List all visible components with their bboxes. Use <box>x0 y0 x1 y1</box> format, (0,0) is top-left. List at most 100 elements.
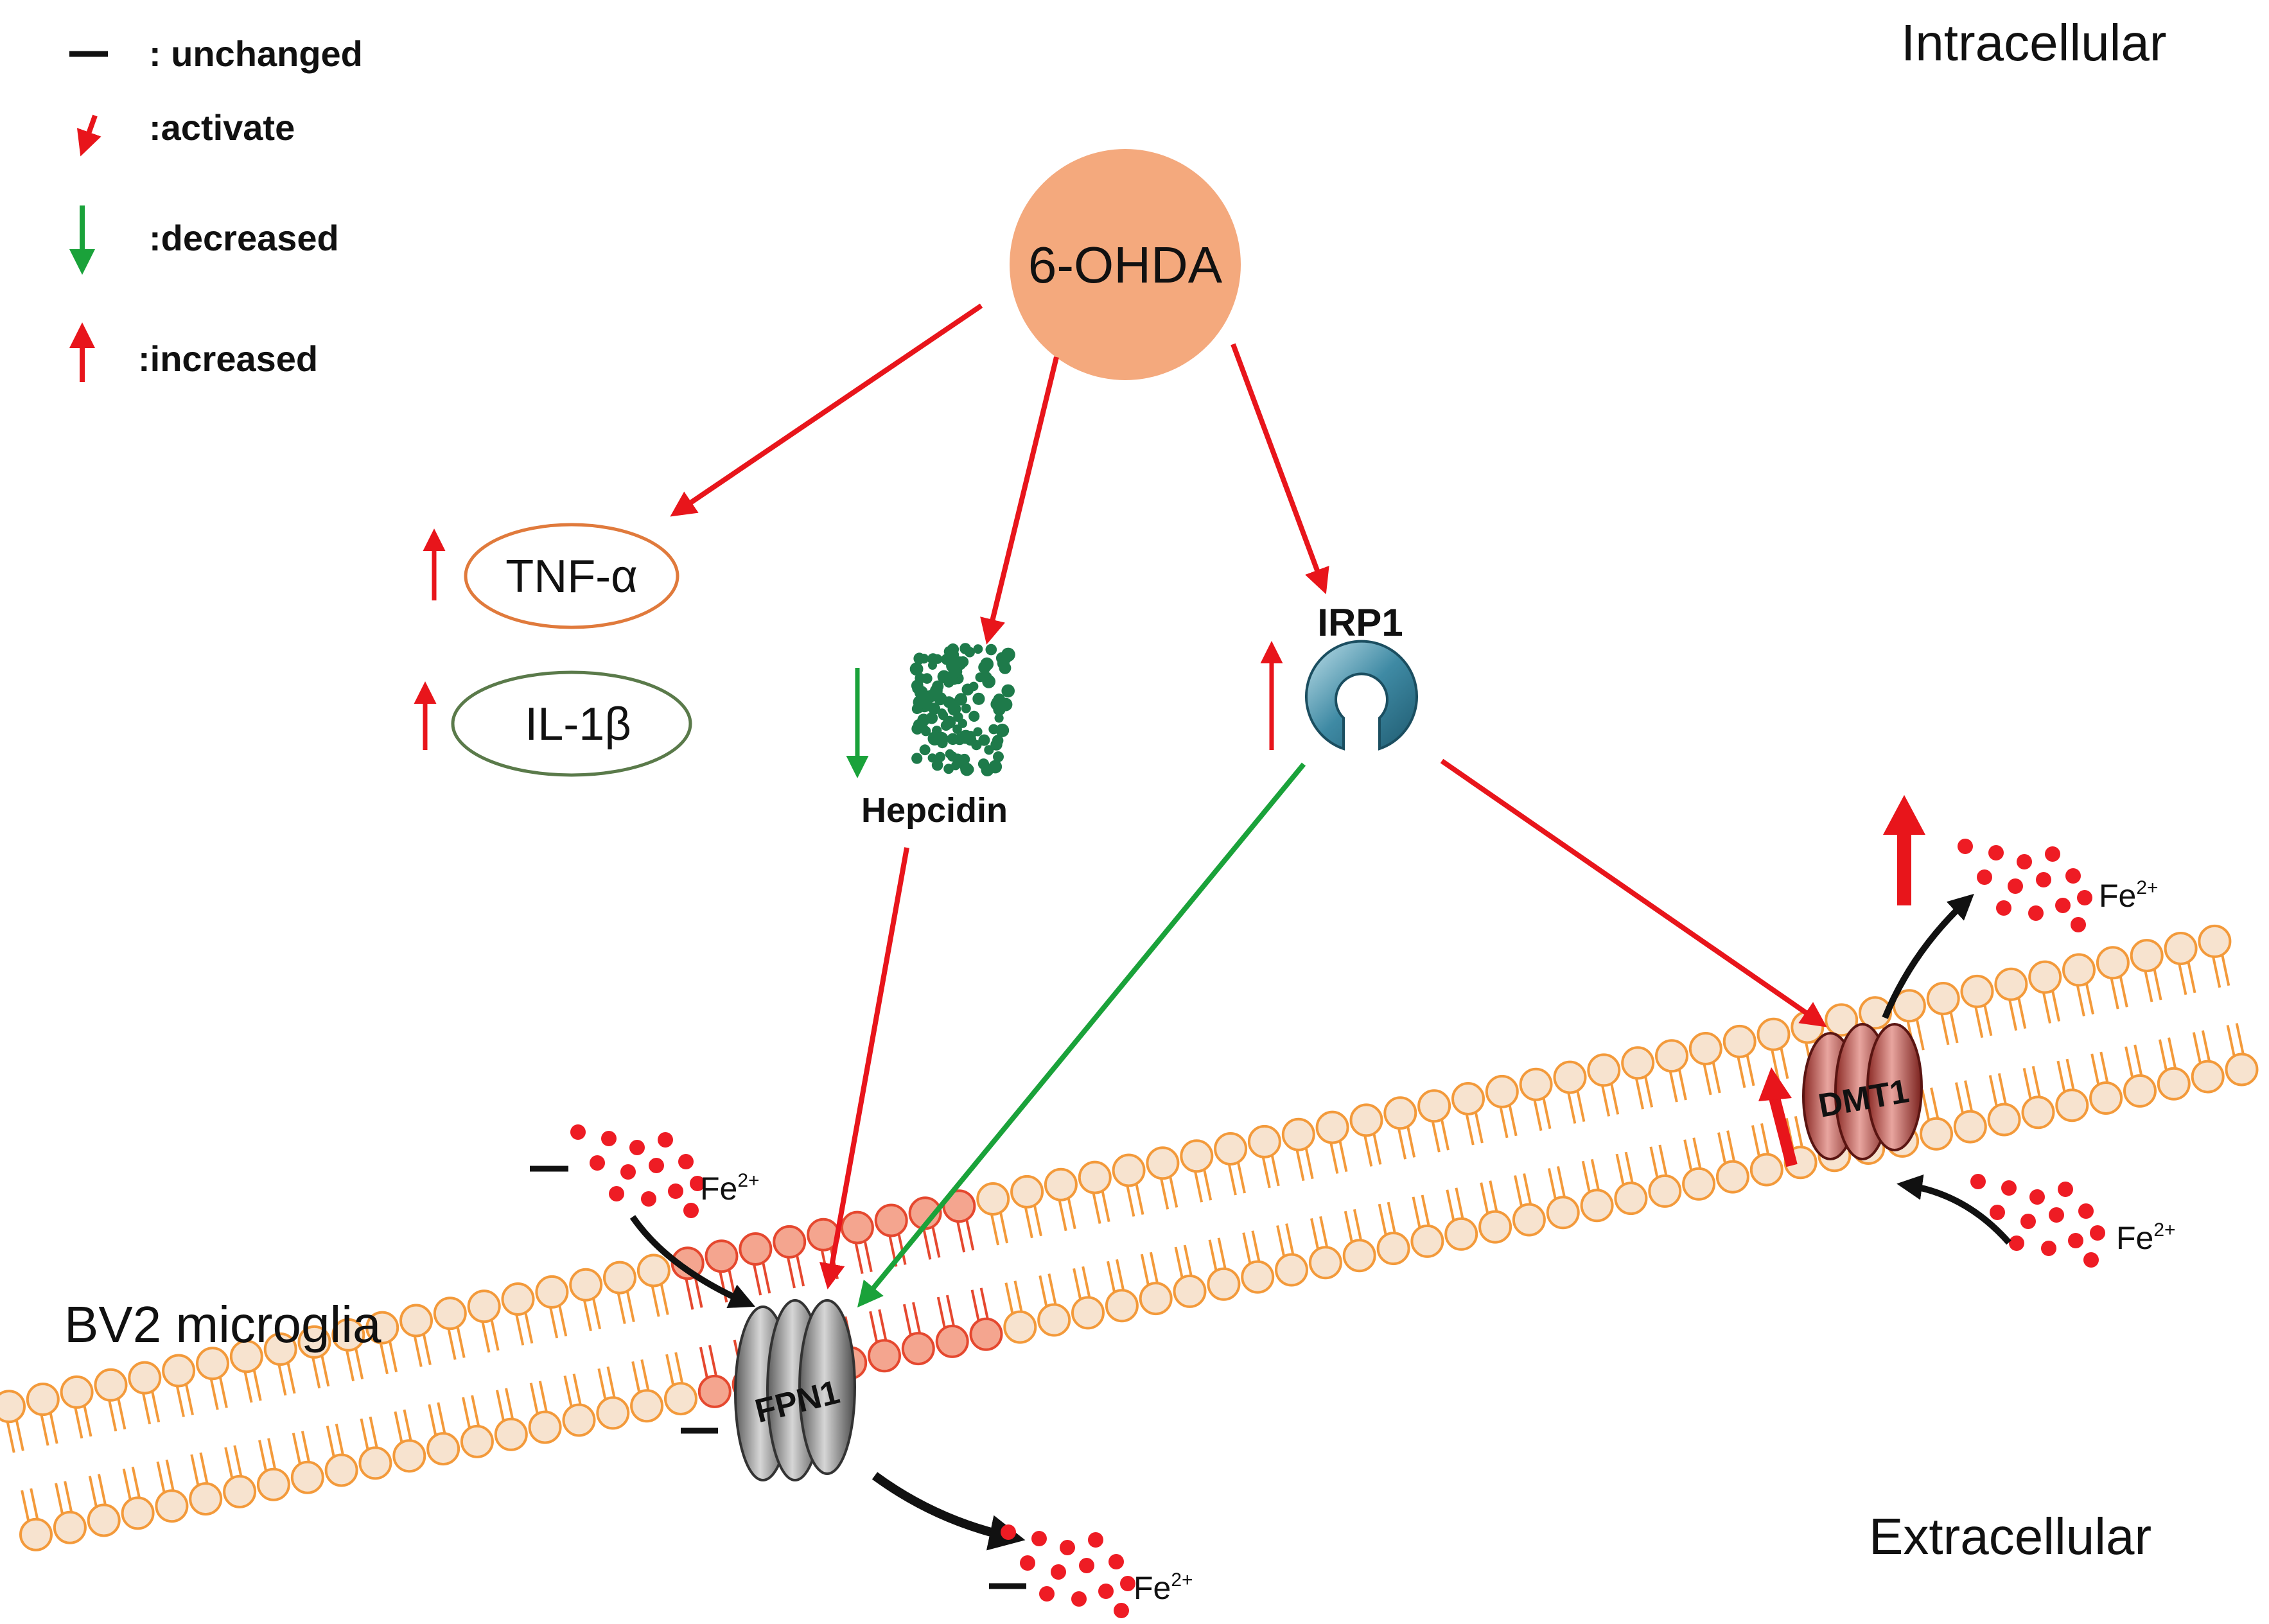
lipid-tail <box>1013 1280 1023 1312</box>
iron-dot <box>1977 869 1992 885</box>
lipid-tail <box>360 1418 369 1449</box>
lipid-head <box>331 1318 365 1352</box>
lipid-tail <box>1251 1230 1261 1262</box>
lipid-tail <box>1397 1128 1407 1160</box>
lipid-tail <box>1771 1050 1780 1081</box>
irp1-protein-icon <box>1305 640 1418 751</box>
iron-dot <box>658 1132 673 1148</box>
lipid-tail <box>2042 993 2051 1024</box>
arrow-irp1-to-dmt1 <box>1440 758 1827 1027</box>
lipid-tail <box>1092 1193 1101 1224</box>
lipid-head <box>2198 924 2232 958</box>
lipid-tail <box>447 1329 457 1360</box>
lipid-tail <box>719 1271 728 1303</box>
lipid-tail <box>1276 1225 1285 1256</box>
lipid-tail <box>1338 1141 1348 1173</box>
lipid-tail <box>277 1365 287 1396</box>
lipid-head <box>155 1489 189 1523</box>
lipid-tail <box>495 1390 505 1421</box>
lipid-head <box>87 1503 121 1537</box>
lipid-tail <box>1983 1005 1993 1036</box>
lipid-head <box>562 1403 596 1437</box>
lipid-tail <box>267 1438 276 1469</box>
lipid-tail <box>55 1483 64 1514</box>
iron-dot <box>2078 1203 2094 1219</box>
hepcidin-molecule <box>918 653 929 664</box>
lipid-tail <box>631 1361 641 1392</box>
lipid-tail <box>970 1289 980 1321</box>
lipid-head <box>1044 1167 1078 1201</box>
lipid-tail <box>1954 1082 1964 1113</box>
iron-dot <box>2001 1180 2017 1196</box>
lipid-tail <box>685 1279 694 1310</box>
lipid-head <box>324 1453 358 1487</box>
iron-dot <box>641 1191 656 1207</box>
lipid-head <box>256 1467 290 1501</box>
lipid-head <box>1281 1117 1315 1151</box>
lipid-tail <box>1203 1169 1213 1201</box>
lipid-tail <box>1533 1100 1543 1131</box>
hepcidin-molecule <box>940 720 952 731</box>
iron-dot <box>609 1186 624 1201</box>
lipid-tail <box>389 1341 398 1373</box>
lipid-tail <box>1576 1091 1586 1122</box>
arrow-iron-into-dmt1 <box>1897 1174 2011 1245</box>
lipid-tail <box>979 1288 989 1319</box>
lipid-head <box>53 1510 87 1544</box>
lipid-tail <box>787 1257 796 1289</box>
lipid-head <box>535 1275 569 1309</box>
lipid-head <box>1920 1117 1953 1151</box>
lipid-tail <box>428 1404 437 1435</box>
lipid-head <box>705 1239 739 1273</box>
lipid-tail <box>1610 1083 1620 1115</box>
lipid-tail <box>1344 1210 1353 1242</box>
lipid-head <box>630 1389 664 1423</box>
iron-dot <box>1114 1603 1129 1618</box>
lipid-tail <box>1556 1166 1566 1197</box>
lipid-head <box>935 1324 969 1358</box>
hepcidin-molecule <box>954 733 966 746</box>
lipid-tail <box>1353 1209 1362 1240</box>
lipid-tail <box>1940 1014 1950 1045</box>
lipid-tail <box>2110 978 2119 1009</box>
iron-dots-lower <box>1001 1524 1135 1618</box>
lipid-head <box>1722 1024 1757 1058</box>
lipid-tail <box>2124 1046 2133 1078</box>
lipid-head <box>901 1332 935 1366</box>
lipid-tail <box>1717 1132 1726 1164</box>
lipid-head <box>1275 1253 1308 1287</box>
lipid-tail <box>1116 1259 1125 1290</box>
lipid-tail <box>1997 1073 2007 1104</box>
lipid-tail <box>2168 1037 2177 1069</box>
lipid-head <box>1342 1239 1376 1273</box>
iron-dot <box>678 1154 694 1169</box>
lipid-head <box>2225 1052 2259 1087</box>
lipid-tail <box>1465 1114 1475 1146</box>
cell-type-label: BV2 microglia <box>64 1296 381 1353</box>
lipid-tail <box>151 1392 161 1423</box>
lipid-tail <box>2056 1060 2066 1092</box>
lipid-head <box>1715 1160 1749 1194</box>
lipid-head <box>1655 1039 1688 1073</box>
lipid-tail <box>572 1374 582 1404</box>
hepcidin-molecule <box>961 703 971 713</box>
lipid-head <box>128 1361 162 1395</box>
iron-dot <box>1001 1524 1016 1540</box>
lipid-tail <box>1601 1085 1611 1117</box>
lipid-tail <box>1310 1218 1319 1249</box>
lipid-tail <box>233 1445 243 1476</box>
iron-dot <box>1098 1584 1114 1599</box>
lipid-tail <box>1692 1137 1702 1169</box>
lipid-head <box>874 1203 908 1237</box>
lipid-tail <box>999 1212 1009 1244</box>
arrow-irp1-to-fpn1 <box>857 762 1306 1308</box>
lipid-tail <box>1024 1207 1033 1239</box>
lipid-tail <box>936 1297 946 1328</box>
lipid-tail <box>292 1433 301 1464</box>
lipid-tail <box>1499 1107 1509 1139</box>
lipid-head <box>189 1482 223 1516</box>
lipid-tail <box>2221 955 2230 986</box>
lipid-tail <box>1135 1184 1144 1215</box>
lipid-tail <box>563 1375 573 1406</box>
lipid-tail <box>462 1397 471 1428</box>
